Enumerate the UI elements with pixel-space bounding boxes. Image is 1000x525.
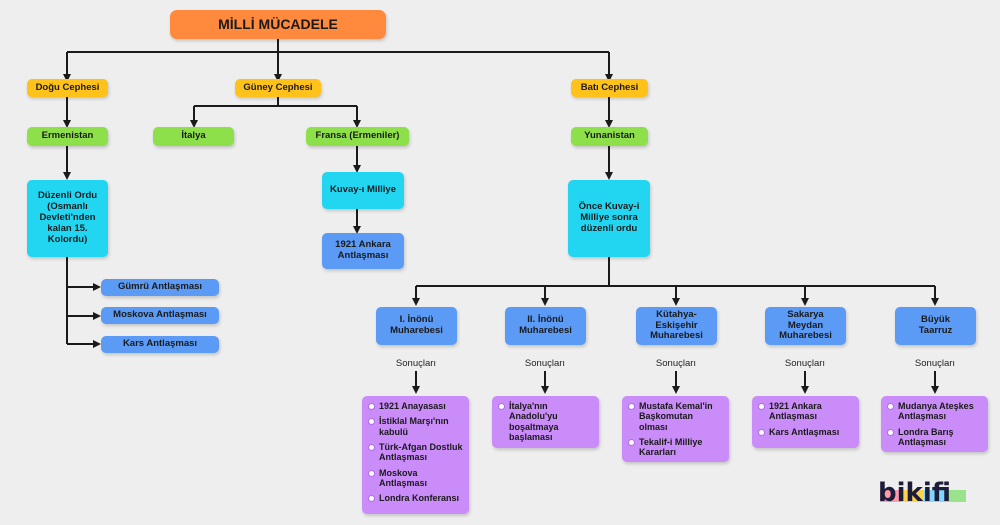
results-label: Sonuçları bbox=[914, 358, 956, 369]
logo-text: bikifi bbox=[878, 478, 951, 508]
diagram-title: MİLLİ MÜCADELE bbox=[170, 10, 386, 39]
battle-sakarya: Sakarya Meydan Muharebesi bbox=[765, 307, 846, 345]
result-item: İtalya'nın Anadolu'yu boşaltmaya başlama… bbox=[498, 401, 593, 442]
results-2-inonu: İtalya'nın Anadolu'yu boşaltmaya başlama… bbox=[492, 396, 599, 448]
results-sakarya: 1921 Ankara Antlaşması Kars Antlaşması bbox=[752, 396, 859, 448]
front-guney: Güney Cephesi bbox=[235, 79, 321, 97]
treaty-moskova: Moskova Antlaşması bbox=[101, 307, 219, 324]
results-1-inonu: 1921 Anayasası İstiklal Marşı'nın kabulü… bbox=[362, 396, 469, 514]
battle-kutahya-eskisehir: Kütahya-Eskişehir Muharebesi bbox=[636, 307, 717, 345]
treaty-gumru: Gümrü Antlaşması bbox=[101, 279, 219, 296]
result-item: Tekalif-i Milliye Kararları bbox=[628, 437, 723, 458]
bikifi-logo: bikifi bbox=[878, 478, 968, 510]
result-item: Mustafa Kemal'in Başkomutan olması bbox=[628, 401, 723, 432]
result-item: 1921 Ankara Antlaşması bbox=[758, 401, 853, 422]
result-item: Londra Barış Antlaşması bbox=[887, 427, 982, 448]
logo-bar bbox=[902, 490, 924, 502]
logo-bar bbox=[880, 490, 902, 502]
results-label: Sonuçları bbox=[784, 358, 826, 369]
battle-1-inonu: I. İnönü Muharebesi bbox=[376, 307, 457, 345]
result-guney: 1921 Ankara Antlaşması bbox=[322, 233, 404, 269]
results-label: Sonuçları bbox=[395, 358, 437, 369]
enemy-fransa: Fransa (Ermeniler) bbox=[306, 127, 409, 146]
front-dogu: Doğu Cephesi bbox=[27, 79, 108, 97]
enemy-yunanistan: Yunanistan bbox=[571, 127, 648, 146]
results-label: Sonuçları bbox=[524, 358, 566, 369]
results-kutahya-eskisehir: Mustafa Kemal'in Başkomutan olması Tekal… bbox=[622, 396, 729, 462]
result-item: Londra Konferansı bbox=[368, 493, 463, 503]
logo-bar bbox=[924, 490, 946, 502]
result-item: Mudanya Ateşkes Antlaşması bbox=[887, 401, 982, 422]
battle-buyuk-taarruz: Büyük Taarruz bbox=[895, 307, 976, 345]
force-bati: Önce Kuvay-i Milliye sonra düzenli ordu bbox=[568, 180, 650, 257]
front-bati: Batı Cephesi bbox=[571, 79, 648, 97]
results-buyuk-taarruz: Mudanya Ateşkes Antlaşması Londra Barış … bbox=[881, 396, 988, 452]
force-dogu: Düzenli Ordu (Osmanlı Devleti'nden kalan… bbox=[27, 180, 108, 257]
enemy-ermenistan: Ermenistan bbox=[27, 127, 108, 146]
result-item: Moskova Antlaşması bbox=[368, 468, 463, 489]
result-item: İstiklal Marşı'nın kabulü bbox=[368, 416, 463, 437]
force-guney: Kuvay-ı Milliye bbox=[322, 172, 404, 209]
battle-2-inonu: II. İnönü Muharebesi bbox=[505, 307, 586, 345]
result-item: 1921 Anayasası bbox=[368, 401, 463, 411]
results-label: Sonuçları bbox=[655, 358, 697, 369]
treaty-kars: Kars Antlaşması bbox=[101, 336, 219, 353]
result-item: Kars Antlaşması bbox=[758, 427, 853, 437]
logo-bar bbox=[946, 490, 966, 502]
enemy-italya: İtalya bbox=[153, 127, 234, 146]
result-item: Türk-Afgan Dostluk Antlaşması bbox=[368, 442, 463, 463]
